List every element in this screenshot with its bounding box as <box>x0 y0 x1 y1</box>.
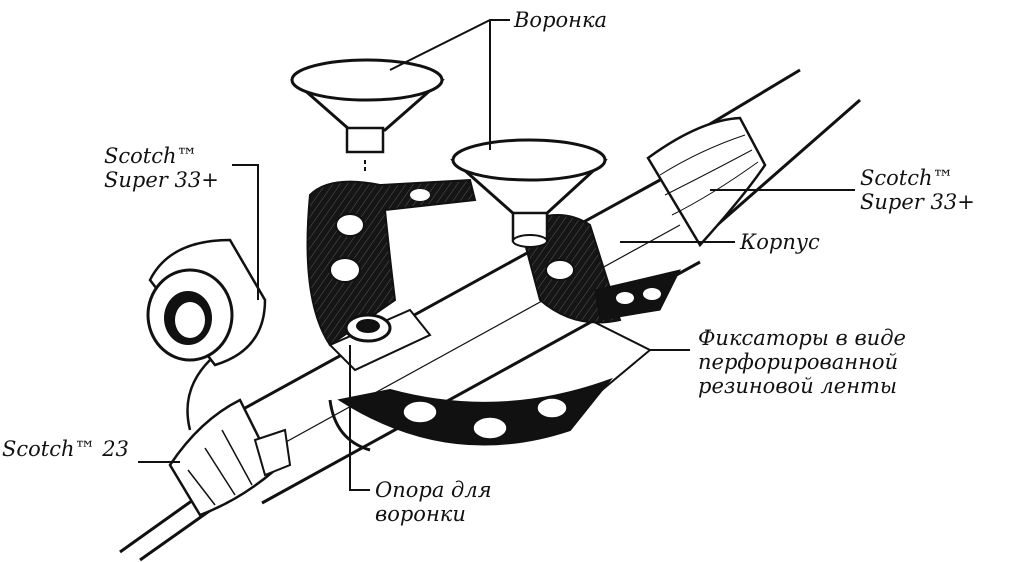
leader-clamp-a <box>589 319 690 351</box>
label-clamps-line3: резиновой ленты <box>698 374 898 398</box>
label-funnel: Воронка <box>514 8 607 32</box>
label-scotch-super33-right: Scotch™ Super 33+ <box>860 166 975 214</box>
rubber-clamp-upper <box>306 178 477 347</box>
label-funnel-support: Опора для воронки <box>375 478 492 526</box>
funnel-support <box>328 308 432 372</box>
label-scotch-super33-left: Scotch™ Super 33+ <box>104 144 219 192</box>
leader-clamp-b <box>589 349 651 401</box>
label-scotch-left-line2: Super 33+ <box>104 168 219 192</box>
label-support-line1: Опора для <box>375 478 492 502</box>
label-clamps-line1: Фиксаторы в виде <box>698 326 906 350</box>
leader-lines <box>138 19 855 491</box>
funnel-installed <box>450 138 608 248</box>
label-scotch23-text: Scotch™ 23 <box>2 437 129 461</box>
label-body: Корпус <box>740 230 820 254</box>
leader-support <box>349 345 370 491</box>
label-scotch-right-line1: Scotch™ <box>860 166 954 190</box>
label-clamps-line2: перфорированной <box>698 350 899 374</box>
tape-roll <box>146 238 267 431</box>
leader-scotch-left <box>232 164 259 300</box>
label-scotch-left-line1: Scotch™ <box>104 144 198 168</box>
label-scotch23: Scotch™ 23 <box>2 437 129 461</box>
cable-right <box>646 68 861 248</box>
label-scotch-right-line2: Super 33+ <box>860 190 975 214</box>
cable-left <box>119 493 216 562</box>
scotch23-wrap <box>168 398 292 517</box>
rubber-clamp-lower <box>328 377 614 452</box>
label-funnel-text: Воронка <box>514 8 608 32</box>
funnel-detached <box>290 58 445 172</box>
label-clamps: Фиксаторы в виде перфорированной резинов… <box>698 326 906 398</box>
label-body-text: Корпус <box>740 230 820 254</box>
label-support-line2: воронки <box>375 502 466 526</box>
